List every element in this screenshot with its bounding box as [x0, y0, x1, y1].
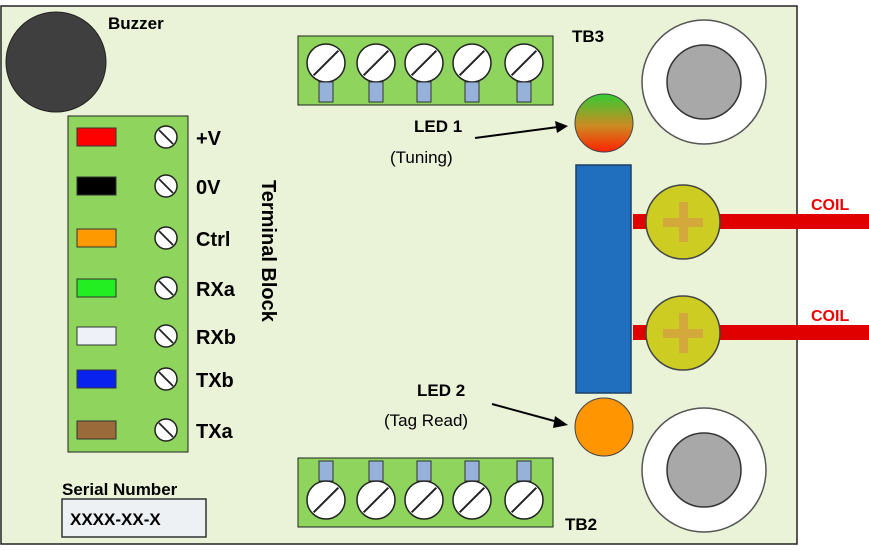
terminal-screw: [154, 125, 178, 149]
led2-title: LED 2: [417, 381, 465, 400]
tb3-screw: [504, 43, 544, 83]
tb3-screw: [306, 43, 346, 83]
tb3-terminal-strip: [297, 35, 554, 106]
terminal-screw: [154, 174, 178, 198]
wire-color-swatch: [76, 127, 117, 147]
capacitor: [575, 164, 632, 394]
terminal-label: TXa: [196, 421, 234, 443]
tb2-screw: [504, 480, 544, 520]
terminal-block-label: Terminal Block: [257, 180, 279, 323]
tb2-screw: [306, 480, 346, 520]
serial-number-box: [61, 498, 207, 538]
tb3-screw: [404, 43, 444, 83]
led1-arrowhead: [555, 121, 568, 133]
terminal-screw: [154, 418, 178, 442]
tb2-label: TB2: [565, 515, 597, 534]
tb2-screw: [404, 480, 444, 520]
led-2: [574, 397, 634, 457]
tb2-screws: [306, 460, 544, 520]
tb3-label: TB3: [572, 27, 604, 46]
coil-label-top: COIL: [811, 197, 849, 214]
tb2-screw: [452, 480, 492, 520]
tb2-terminal-strip: [297, 457, 554, 528]
led1-title: LED 1: [414, 117, 462, 136]
wire-color-swatch: [76, 176, 117, 196]
terminal-screw: [154, 226, 178, 250]
coil-screw-top: [645, 184, 721, 260]
tb3-screw: [452, 43, 492, 83]
tb2-pin: [368, 460, 384, 482]
terminal-screw: [154, 324, 178, 348]
mounting-hole-bottom: [641, 407, 767, 533]
terminal-block: [67, 115, 189, 453]
wire-color-swatch: [76, 228, 117, 248]
wire-color-swatch: [76, 369, 117, 389]
buzzer-label: Buzzer: [108, 14, 164, 33]
terminal-label: +V: [196, 128, 222, 150]
wire-color-swatch: [76, 326, 117, 346]
mounting-hole-top: [641, 19, 767, 145]
tb3-screws: [306, 43, 544, 103]
terminal-label: RXb: [196, 327, 236, 349]
serial-number-value: XXXX-XX-X: [70, 510, 161, 529]
coil-screw-bottom: [645, 295, 721, 371]
tb3-pin: [516, 81, 532, 103]
led2-arrowhead: [553, 416, 568, 428]
tb2-pin: [416, 460, 432, 482]
terminal-label: Ctrl: [196, 229, 230, 251]
tb3-pin: [318, 81, 334, 103]
tb2-pin: [318, 460, 334, 482]
terminal-label: TXb: [196, 370, 234, 392]
tb3-pin: [368, 81, 384, 103]
tb2-screw: [356, 480, 396, 520]
led1-subtitle: (Tuning): [390, 148, 453, 167]
wire-color-swatch: [76, 420, 117, 440]
tb3-pin: [464, 81, 480, 103]
serial-number-label: Serial Number: [62, 480, 178, 499]
led1-arrow: [474, 126, 559, 139]
tb2-pin: [516, 460, 532, 482]
tb2-pin: [464, 460, 480, 482]
tb3-screw: [356, 43, 396, 83]
wire-color-swatch: [76, 278, 117, 298]
tb3-pin: [416, 81, 432, 103]
terminal-screw: [154, 276, 178, 300]
terminal-screw: [154, 367, 178, 391]
led2-subtitle: (Tag Read): [384, 411, 468, 430]
buzzer: [5, 11, 107, 113]
terminal-label: 0V: [196, 177, 221, 199]
led-1: [574, 93, 634, 153]
led2-arrow: [491, 403, 559, 423]
coil-label-bottom: COIL: [811, 308, 849, 325]
terminal-label: RXa: [196, 279, 236, 301]
